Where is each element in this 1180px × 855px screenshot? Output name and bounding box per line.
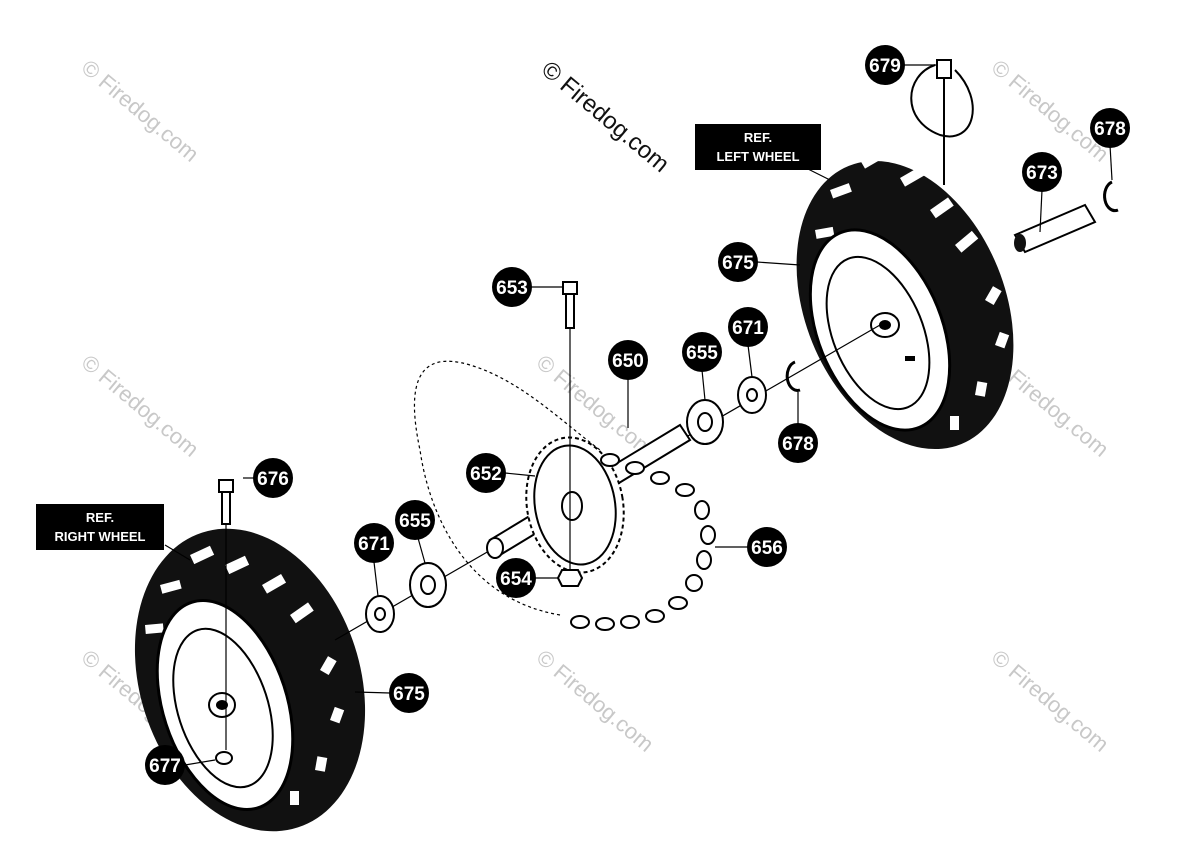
nut-654: [556, 569, 584, 587]
svg-text:653: 653: [496, 278, 528, 299]
callout-656: 656: [747, 527, 787, 567]
callout-673: 673: [1022, 152, 1062, 192]
left-wheel: [796, 149, 1014, 450]
leader-lines: [164, 64, 1113, 766]
bolt-653: [562, 281, 578, 570]
ref-left-wheel-label: REF. LEFT WHEEL: [695, 124, 821, 170]
svg-text:675: 675: [393, 684, 425, 705]
svg-text:671: 671: [732, 318, 764, 339]
clip-678-upper: [1103, 180, 1119, 213]
ref-right-line2: RIGHT WHEEL: [55, 529, 146, 544]
axle-pin-673: [1013, 203, 1097, 254]
callout-676: 676: [253, 458, 293, 498]
svg-text:673: 673: [1026, 163, 1058, 184]
svg-text:650: 650: [612, 351, 644, 372]
svg-text:652: 652: [470, 464, 502, 485]
ref-right-line1: REF.: [86, 510, 114, 525]
callout-655-upper: 655: [682, 332, 722, 372]
callout-678-top: 678: [1090, 108, 1130, 148]
drive-chain: [570, 453, 716, 631]
callout-675-upper: 675: [718, 242, 758, 282]
washer-671-lower: [365, 595, 395, 633]
callout-653: 653: [492, 267, 532, 307]
callout-650: 650: [608, 340, 648, 380]
callout-678-lower: 678: [778, 423, 818, 463]
callout-654: 654: [496, 558, 536, 598]
callout-671-upper: 671: [728, 307, 768, 347]
watermark-bottom-center: © Firedog.com: [532, 645, 659, 757]
svg-text:677: 677: [149, 756, 181, 777]
callout-671-lower: 671: [354, 523, 394, 563]
callouts: 679 678 673 675 671 655 650 653 678 652 …: [145, 45, 1130, 785]
bolt-676: [218, 479, 234, 750]
callout-679: 679: [865, 45, 905, 85]
clip-678-lower: [785, 360, 801, 392]
watermark-mid-left: © Firedog.com: [77, 350, 204, 462]
svg-text:679: 679: [869, 56, 901, 77]
ref-right-wheel-label: REF. RIGHT WHEEL: [36, 504, 164, 550]
nut-655-lower: [409, 562, 447, 608]
nut-655-upper: [686, 399, 724, 445]
svg-text:655: 655: [686, 343, 718, 364]
washer-671-upper: [737, 376, 767, 414]
watermark-main: © Firedog.com: [536, 56, 674, 178]
chain-dashed-path: [413, 360, 601, 616]
right-wheel: [134, 528, 366, 832]
callout-677: 677: [145, 745, 185, 785]
ref-left-line2: LEFT WHEEL: [716, 149, 799, 164]
ref-left-line1: REF.: [744, 130, 772, 145]
svg-text:678: 678: [782, 434, 814, 455]
callout-675-lower: 675: [389, 673, 429, 713]
watermark-top-right: © Firedog.com: [987, 55, 1114, 167]
svg-text:671: 671: [358, 534, 390, 555]
svg-text:678: 678: [1094, 119, 1126, 140]
lynch-pin-679: [910, 59, 974, 185]
svg-text:654: 654: [500, 569, 532, 590]
svg-text:676: 676: [257, 469, 289, 490]
svg-text:655: 655: [399, 511, 431, 532]
callout-655-lower: 655: [395, 500, 435, 540]
svg-text:675: 675: [722, 253, 754, 274]
svg-text:656: 656: [751, 538, 783, 559]
watermark-bottom-right: © Firedog.com: [987, 645, 1114, 757]
sprocket: [525, 436, 625, 574]
callout-652: 652: [466, 453, 506, 493]
watermark-top-left: © Firedog.com: [77, 55, 204, 167]
